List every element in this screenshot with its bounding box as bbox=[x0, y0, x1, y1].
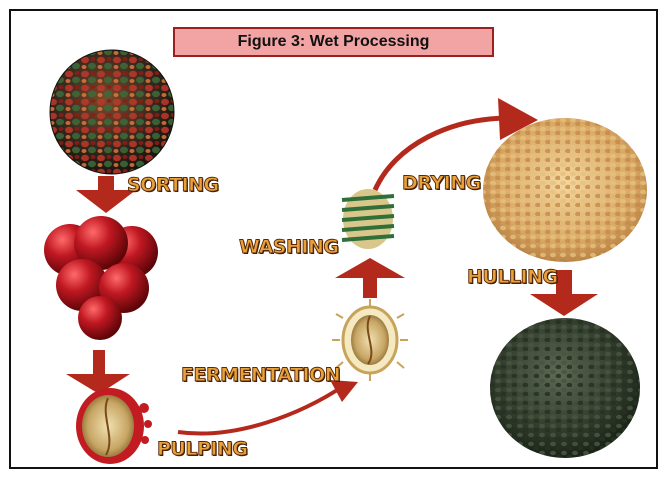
pulped-bean-image bbox=[76, 388, 152, 464]
label-sorting: SORTING bbox=[127, 174, 219, 196]
red-cherries-image bbox=[44, 216, 158, 340]
label-fermentation: FERMENTATION bbox=[181, 364, 340, 386]
arrow-cherries-to-pulping bbox=[66, 350, 130, 394]
label-hulling: HULLING bbox=[467, 266, 558, 288]
arrow-pulping-to-fermentation bbox=[178, 385, 345, 434]
fermentation-bean-image bbox=[332, 299, 408, 381]
label-washing: WASHING bbox=[239, 236, 338, 258]
figure-title: Figure 3: Wet Processing bbox=[173, 27, 494, 57]
drying-beans-image bbox=[483, 118, 647, 262]
label-drying: DRYING bbox=[402, 172, 481, 194]
green-beans-image bbox=[490, 318, 640, 458]
label-pulping: PULPING bbox=[157, 438, 247, 460]
arrow-fermentation-to-washing bbox=[335, 258, 405, 298]
washing-bean-image bbox=[342, 189, 394, 249]
sorting-cherries-image bbox=[50, 50, 174, 174]
